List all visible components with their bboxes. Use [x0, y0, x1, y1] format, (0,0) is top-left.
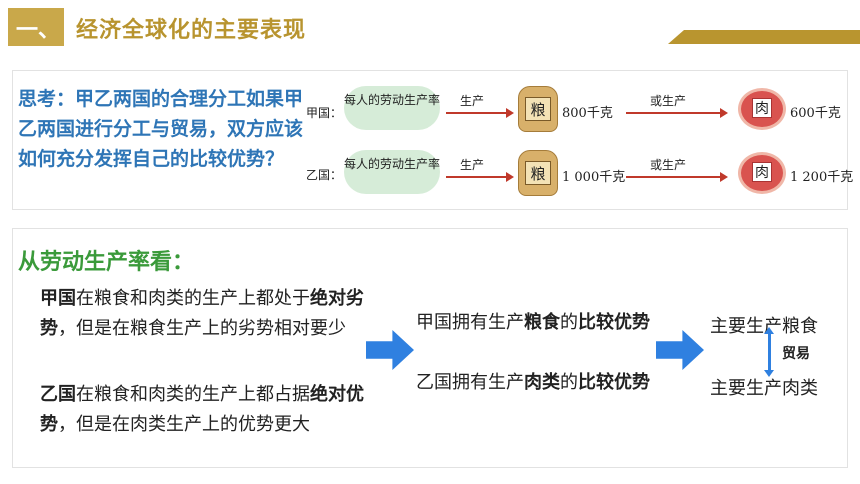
row2-arrow1 [446, 172, 514, 182]
yi-bold: 绝对优势 [40, 384, 364, 435]
conclusion-yi: 乙国拥有生产肉类的比较优势 [416, 368, 650, 394]
header-decoration-stripe [668, 30, 860, 44]
yi-text2: ，但是在肉类生产上的优势更大 [58, 414, 310, 435]
yi-country: 乙国 [40, 384, 76, 405]
row2-grain-label: 粮 [525, 161, 551, 185]
section-number: 一、 [16, 18, 61, 43]
conclusion-yi-p1: 乙国拥有生产 [416, 372, 524, 393]
row2-meat-label: 肉 [752, 162, 772, 182]
row2-arrow1-label: 生产 [460, 158, 485, 172]
row1-productivity-pill: 每人的劳动生产率 [344, 86, 440, 130]
yi-paragraph: 乙国在粮食和肉类的生产上都占据绝对优势，但是在肉类生产上的优势更大 [40, 380, 370, 440]
analysis-panel [12, 228, 848, 468]
page-title: 经济全球化的主要表现 [76, 18, 307, 43]
grain-sack-icon: 粮 [518, 150, 558, 196]
conclusion-jia-p2: 的 [560, 312, 578, 333]
result-yi: 主要生产肉类 [710, 378, 818, 399]
grain-sack-icon: 粮 [518, 86, 558, 132]
row1-grain-label: 粮 [525, 97, 551, 121]
row2-grain-amount: 1 000千克 [562, 170, 626, 185]
conclusion-yi-b2: 比较优势 [578, 372, 650, 393]
question-text: 思考：甲乙两国的合理分工如果甲乙两国进行分工与贸易，双方应该如何充分发挥自己的比… [18, 88, 304, 170]
row1-country-label: 甲国： [306, 106, 343, 120]
conclusion-jia-p1: 甲国拥有生产 [416, 312, 524, 333]
row1-grain-amount: 800千克 [562, 106, 613, 121]
row2-country-label: 乙国： [306, 168, 343, 182]
jia-text2: ，但是在粮食生产上的劣势相对要少 [58, 318, 346, 339]
conclusion-jia-b2: 比较优势 [578, 312, 650, 333]
row1-arrow2 [626, 108, 728, 118]
row2-arrow2-label: 或生产 [650, 158, 687, 172]
conclusion-yi-b1: 肉类 [524, 372, 560, 393]
jia-country: 甲国 [40, 288, 76, 309]
meat-icon: 肉 [738, 88, 786, 130]
conclusion-jia-b1: 粮食 [524, 312, 560, 333]
row1-arrow1 [446, 108, 514, 118]
double-arrow-icon [764, 327, 774, 377]
jia-text1: 在粮食和肉类的生产上都处于 [76, 288, 310, 309]
jia-bold: 绝对劣势 [40, 288, 364, 339]
meat-icon: 肉 [738, 152, 786, 194]
conclusion-jia: 甲国拥有生产粮食的比较优势 [416, 308, 650, 334]
conclusion-yi-p2: 的 [560, 372, 578, 393]
row1-arrow2-label: 或生产 [650, 94, 687, 108]
row2-arrow2 [626, 172, 728, 182]
trade-label: 贸易 [782, 346, 810, 362]
row2-productivity-pill: 每人的劳动生产率 [344, 150, 440, 194]
row2-meat-amount: 1 200千克 [790, 170, 854, 185]
yi-text1: 在粮食和肉类的生产上都占据 [76, 384, 310, 405]
section-badge: 一、 [8, 8, 64, 46]
jia-paragraph: 甲国在粮食和肉类的生产上都处于绝对劣势，但是在粮食生产上的劣势相对要少 [40, 284, 370, 344]
row1-arrow1-label: 生产 [460, 94, 485, 108]
result-jia: 主要生产粮食 [710, 312, 818, 338]
analysis-title: 从劳动生产率看： [18, 250, 195, 275]
row1-meat-amount: 600千克 [790, 106, 841, 121]
row1-meat-label: 肉 [752, 98, 772, 118]
